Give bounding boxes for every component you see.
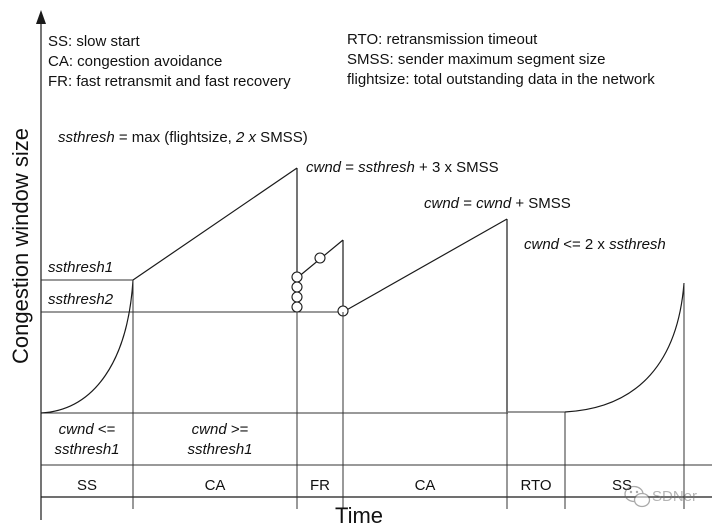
phase-ss-2: SS (612, 477, 632, 494)
watermark: SDNer (624, 485, 697, 508)
ssthresh-formula: ssthresh = max (flightsize, 2 x SMSS) (58, 129, 308, 146)
legend-left: SS: slow start CA: congestion avoidance … (48, 33, 291, 90)
ca-condition-line1: cwnd >= (192, 421, 249, 438)
slow-start-curve-2 (564, 282, 685, 413)
wechat-icon (624, 485, 651, 508)
legend-fr: FR: fast retransmit and fast recovery (48, 73, 291, 90)
ss-condition-line2: ssthresh1 (54, 441, 119, 458)
phase-ca-2: CA (415, 477, 436, 494)
y-axis-arrow (36, 10, 46, 24)
dupack-circle (291, 281, 303, 293)
cwnd-le-formula: cwnd <= 2 x ssthresh (524, 236, 666, 253)
ca-ramp-2 (342, 218, 508, 313)
cwnd-plus-formula: cwnd = cwnd + SMSS (424, 195, 571, 212)
legend-rto: RTO: retransmission timeout (347, 31, 538, 48)
slow-start-curve-1 (40, 279, 134, 414)
dupack-circle (291, 271, 303, 283)
dupack-circle (291, 291, 303, 303)
legend-flightsize: flightsize: total outstanding data in th… (347, 71, 655, 88)
phase-fr: FR (310, 477, 330, 494)
legend-smss: SMSS: sender maximum segment size (347, 51, 605, 68)
cwnd-fr-formula: cwnd = ssthresh + 3 x SMSS (306, 159, 499, 176)
legend-ca: CA: congestion avoidance (48, 53, 222, 70)
watermark-text: SDNer (652, 488, 697, 505)
ssthresh2-label: ssthresh2 (48, 291, 114, 308)
phase-ca-1: CA (205, 477, 226, 494)
y-axis-label: Congestion window size (8, 128, 33, 364)
ssthresh1-label: ssthresh1 (48, 259, 113, 276)
dupack-circle (314, 252, 326, 264)
ss-condition-line1: cwnd <= (59, 421, 116, 438)
phase-ss-1: SS (77, 477, 97, 494)
legend-ss: SS: slow start (48, 33, 141, 50)
dupack-circle (291, 301, 303, 313)
ca-ramp-1 (132, 167, 298, 281)
phase-rto: RTO (520, 477, 551, 494)
x-axis-label: Time (335, 503, 383, 528)
ca-condition-line2: ssthresh1 (187, 441, 252, 458)
legend-right: RTO: retransmission timeout SMSS: sender… (347, 31, 655, 88)
